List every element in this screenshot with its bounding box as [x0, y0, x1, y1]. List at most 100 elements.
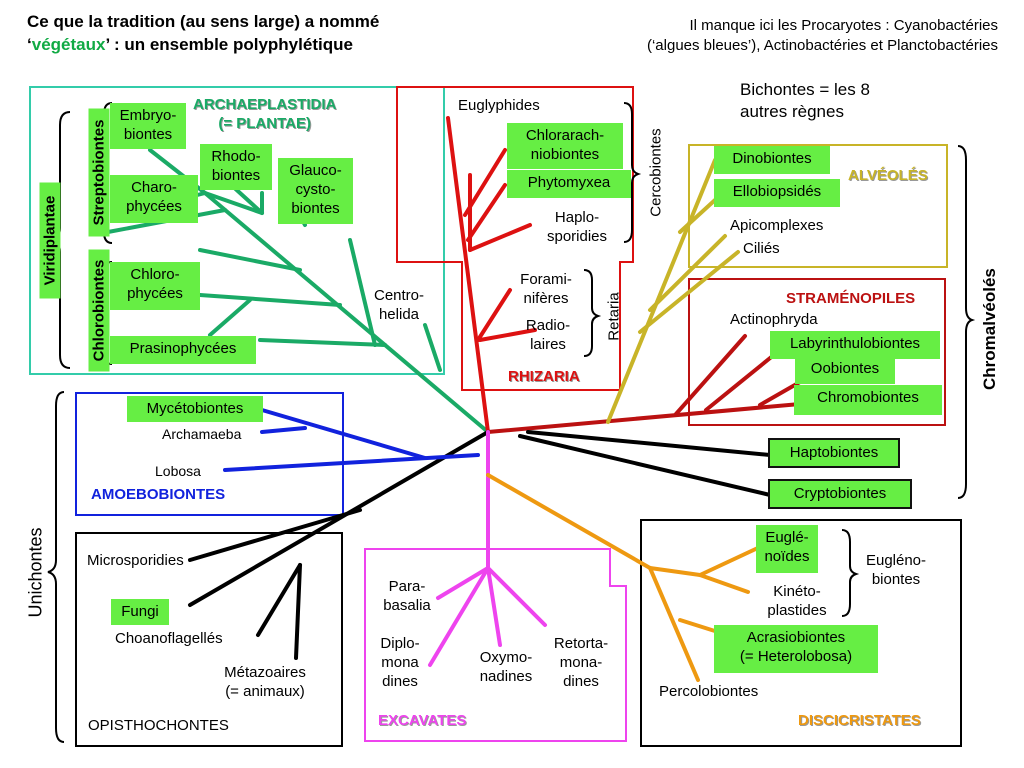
alveoles-label: ALVÉOLÉS — [848, 167, 928, 184]
chromobiontes-box: Chromobiontes — [794, 385, 942, 415]
chlorophycees-box: Chloro- phycées — [110, 262, 200, 310]
radio-l1: Radio- — [525, 317, 571, 334]
labyrinthulobiontes-box: Labyrinthulobiontes — [770, 331, 940, 359]
metazoaires-label: Métazoaires (= animaux) — [200, 663, 330, 701]
alveoles-box — [688, 144, 948, 268]
oxymo-l1: Oxymo- — [479, 649, 533, 666]
fungi-box: Fungi — [111, 599, 169, 625]
diplo-l2: mona — [381, 654, 419, 671]
microsporidies-label: Microsporidies — [87, 552, 184, 569]
glauco-l1: Glauco- — [289, 162, 342, 179]
amoebobiontes-box — [75, 392, 344, 516]
stramenopiles-branches — [486, 334, 802, 434]
charophycees-l1: Charo- — [131, 179, 177, 196]
retaria-label: Retaria — [605, 292, 623, 341]
euglenoides-l2: noïdes — [764, 548, 810, 565]
header-vegetaux: végétaux — [31, 35, 106, 54]
eugleno-l1: Eugléno- — [865, 552, 927, 569]
viridiplantae-label: Viridiplantae — [39, 182, 61, 299]
amoebobiontes-label: AMOEBOBIONTES — [91, 486, 226, 503]
radio-l2: laires — [530, 336, 566, 353]
euglyphides-label: Euglyphides — [458, 97, 540, 114]
discicristates-box — [640, 519, 962, 747]
opisthochontes-label: OPISTHOCHONTES — [88, 717, 229, 734]
bichontes-line2: autres règnes — [740, 102, 844, 121]
actinophryda-label: Actinophryda — [730, 311, 818, 328]
charophycees-l2: phycées — [126, 198, 182, 215]
unichontes-brace — [47, 391, 65, 743]
glaucocystobiontes-box: Glauco- cysto- biontes — [278, 158, 353, 224]
excavates-label: EXCAVATES — [378, 712, 467, 729]
metazoaires-l1: Métazoaires — [224, 664, 306, 681]
oobiontes-box: Oobiontes — [795, 356, 895, 384]
kinetoplastides-label: Kinéto- plastides — [752, 582, 842, 620]
diplomonadines-label: Diplo- mona dines — [370, 634, 430, 691]
rhizaria-label: RHIZARIA — [508, 368, 580, 385]
rhodobiontes-box: Rhodo- biontes — [200, 144, 272, 190]
haplo-l2: sporidies — [546, 228, 608, 245]
charophycees-box: Charo- phycées — [110, 175, 198, 223]
stramenopiles-box — [688, 278, 946, 426]
chlorophycees-l1: Chloro- — [130, 266, 180, 283]
header-right-line2: (‘algues bleues’), Actinobactéries et Pl… — [646, 37, 998, 54]
streptobiontes-label: Streptobiontes — [88, 108, 110, 237]
chlorarach-l1: Chlorarach- — [525, 127, 605, 144]
retorta-l3: dines — [563, 673, 599, 690]
apicomplexes-label: Apicomplexes — [730, 217, 824, 234]
unichontes-label: Unichontes — [25, 527, 46, 618]
dinobiontes-box: Dinobiontes — [714, 146, 830, 174]
mycetobiontes-box: Mycétobiontes — [127, 396, 263, 422]
excavates-box — [364, 548, 627, 742]
percolobiontes-label: Percolobiontes — [659, 683, 759, 700]
retorta-l1: Retorta- — [553, 635, 609, 652]
bichontes-line1: Bichontes = les 8 — [740, 80, 870, 99]
header-left-prefix: ‘ — [27, 35, 32, 54]
glauco-l3: biontes — [291, 200, 340, 217]
glauco-l2: cysto- — [295, 181, 336, 198]
parabasalia-label: Para- basalia — [372, 577, 442, 615]
diplo-l1: Diplo- — [380, 635, 420, 652]
cercobiontes-brace — [623, 102, 642, 243]
opisthochontes-box — [75, 532, 343, 747]
foraminiferes-label: Forami- nifères — [506, 270, 586, 308]
forami-l1: Forami- — [520, 271, 572, 288]
parabasalia-l2: basalia — [383, 597, 431, 614]
kineto-l2: plastides — [767, 602, 827, 619]
embryobiontes-l1: Embryo- — [119, 107, 177, 124]
black-branches — [188, 430, 772, 660]
cilies-label: Ciliés — [743, 240, 780, 257]
euglenobiontes-brace — [841, 529, 860, 617]
centrohelida-l1: Centro- — [373, 287, 425, 304]
alveoles-branches — [606, 158, 740, 424]
ellobiopsides-box: Ellobiopsidés — [714, 179, 840, 207]
euglenoides-l1: Euglé- — [765, 529, 809, 546]
choanoflagelles-label: Choanoflagellés — [115, 630, 223, 647]
oxymo-l2: nadines — [479, 668, 533, 685]
archaeplastidia-line2: (= PLANTAE) — [218, 115, 311, 132]
chlorarachniobiontes-box: Chlorarach- niobiontes — [507, 123, 623, 169]
diplo-l3: dines — [382, 673, 418, 690]
discicristates-label: DISCICRISTATES — [798, 712, 921, 729]
acrasio-l2: (= Heterolobosa) — [739, 648, 853, 665]
cercobiontes-label: Cercobiontes — [647, 128, 665, 217]
archaeplastidia-box — [29, 86, 445, 375]
retorta-l2: mona- — [559, 654, 603, 671]
header-left-suffix: ’ : un ensemble polyphylétique — [105, 35, 353, 54]
cryptobiontes-box: Cryptobiontes — [768, 479, 912, 509]
rhizaria-branches — [446, 116, 537, 434]
retaria-brace — [583, 269, 602, 357]
archaeplastidia-label: ARCHAEPLASTIDIA (= PLANTAE) — [193, 95, 336, 133]
chlorobiontes-label: Chlorobiontes — [88, 249, 110, 372]
euglenobiontes-label: Eugléno- biontes — [856, 551, 936, 589]
phytomyxea-box: Phytomyxea — [507, 170, 631, 198]
haplosporidies-label: Haplo- sporidies — [532, 208, 622, 246]
haptobiontes-box: Haptobiontes — [768, 438, 900, 468]
stramenopiles-label: STRAMÉNOPILES — [786, 290, 916, 307]
header-left-line2: ‘végétaux’ : un ensemble polyphylétique — [27, 35, 353, 54]
prasinophycees-box: Prasinophycées — [110, 336, 256, 364]
embryobiontes-l2: biontes — [123, 126, 173, 143]
rhodobiontes-l2: biontes — [211, 167, 261, 184]
acrasio-l1: Acrasiobiontes — [746, 629, 846, 646]
archaeplastidia-line1: ARCHAEPLASTIDIA — [193, 96, 337, 113]
eugleno-l2: biontes — [871, 571, 921, 588]
